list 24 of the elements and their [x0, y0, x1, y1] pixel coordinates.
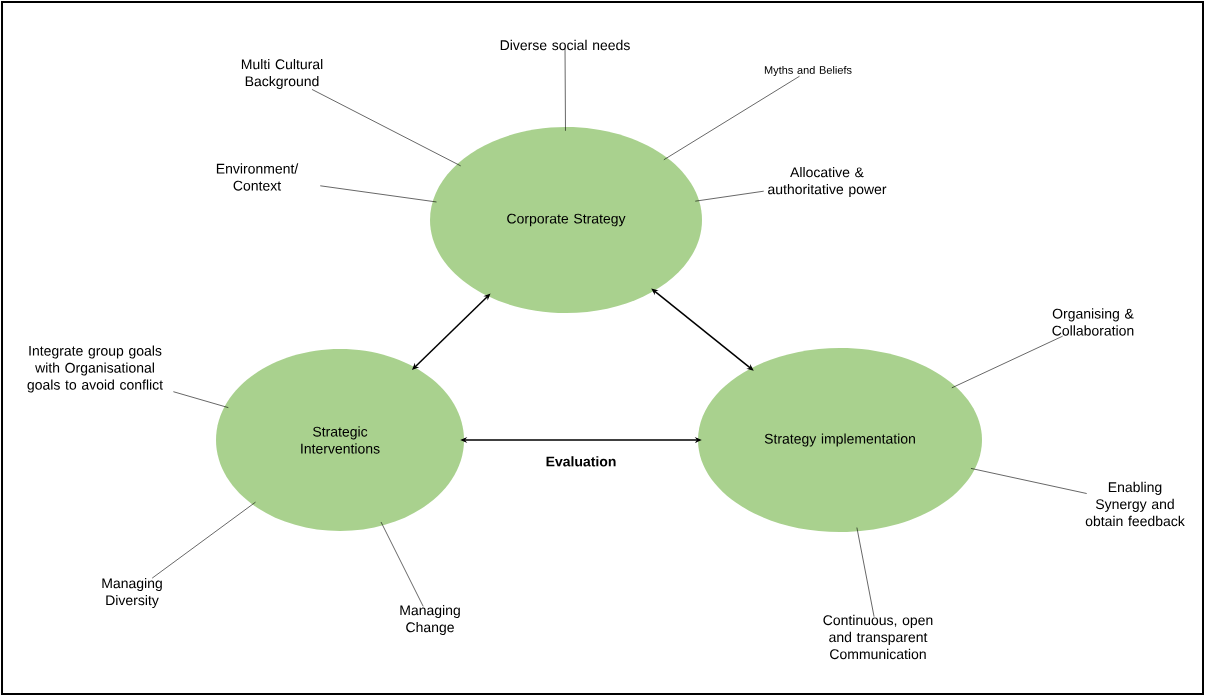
- leader-line: [151, 501, 256, 579]
- leader-line: [380, 521, 424, 607]
- text-label: Continuous, open and transparent Communication: [823, 614, 933, 660]
- leader-line: [173, 391, 229, 408]
- text-label: Diverse social needs: [500, 39, 630, 51]
- leader-line: [564, 48, 566, 132]
- text-label: Myths and Beliefs: [764, 65, 852, 77]
- leader-line: [319, 185, 437, 203]
- leader-line: [951, 335, 1063, 389]
- text-label: Enabling Synergy and obtain feedback: [1085, 481, 1185, 527]
- leader-line: [970, 468, 1087, 494]
- edge-label: Evaluation: [543, 454, 619, 469]
- text-label: Managing Change: [400, 604, 460, 635]
- text-label: Multi Cultural Background: [241, 58, 323, 89]
- text-label: Environment/ Context: [216, 163, 299, 191]
- leader-line: [663, 75, 800, 161]
- text-label: Integrate group goals with Organisational goals to avoid conflict: [27, 345, 163, 393]
- text-label: Organising & Collaboration: [1052, 308, 1134, 336]
- leader-line: [856, 527, 875, 617]
- leader-line: [311, 89, 461, 167]
- leader-line: [694, 190, 765, 202]
- text-label: Managing Diversity: [102, 577, 162, 608]
- double-arrow: [651, 288, 754, 371]
- text-label: Allocative & authoritative power: [768, 166, 887, 197]
